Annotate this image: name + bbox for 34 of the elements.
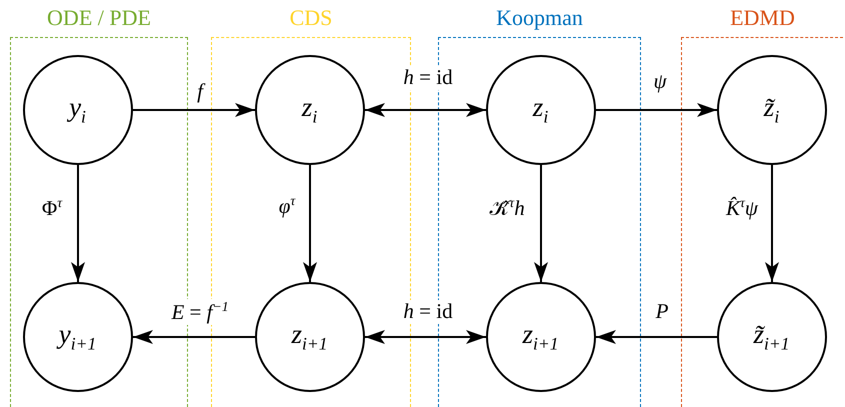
edge-label: f: [195, 80, 205, 104]
arrow: [596, 103, 717, 117]
arrow: [71, 165, 85, 282]
arrow: [133, 103, 255, 117]
edge-label: h = id: [401, 300, 455, 324]
arrow: [765, 165, 779, 282]
arrow: [534, 165, 548, 282]
state-label: y$_{i}$: [69, 92, 86, 128]
state-circle: [254, 282, 364, 392]
arrow: [133, 330, 255, 344]
state-label: z$_{i+1}$: [522, 318, 558, 354]
group-title: Koopman: [496, 5, 583, 31]
state-circle: [486, 282, 596, 392]
state-label: y$_{i+1}$: [58, 318, 96, 354]
state-label: z̃$_{i}$: [764, 92, 780, 128]
group-title: EDMD: [730, 5, 795, 31]
state-label: z̃$_{i+1}$: [754, 318, 790, 354]
state-circle: [22, 282, 132, 392]
state-label: z$_{i}$: [302, 92, 318, 128]
arrow: [365, 103, 486, 117]
state-circle: [22, 54, 132, 164]
arrow: [596, 330, 717, 344]
state-circle: [716, 282, 826, 392]
edge-label: K̂$^{τ}$ψ: [724, 195, 760, 221]
state-label: z$_{i}$: [532, 92, 548, 128]
state-circle: [716, 54, 826, 164]
arrow: [303, 165, 317, 282]
group-title: ODE / PDE: [47, 5, 151, 31]
group-title: CDS: [290, 5, 332, 31]
state-circle: [486, 54, 596, 164]
edge-label: h = id: [401, 66, 455, 90]
state-circle: [254, 54, 364, 164]
state-label: z$_{i+1}$: [292, 318, 328, 354]
arrow: [365, 330, 486, 344]
